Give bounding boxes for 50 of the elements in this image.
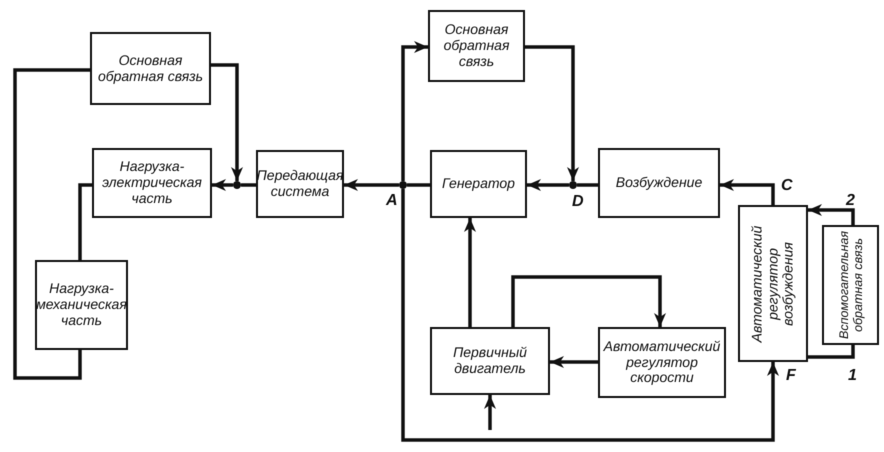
block-label: Автоматический регулятор возбуждения	[750, 224, 796, 345]
junction-dot	[569, 181, 577, 189]
block-box	[92, 148, 212, 218]
arrow	[511, 275, 666, 327]
connector-line	[78, 183, 92, 260]
block-box	[256, 150, 344, 218]
block-box	[598, 148, 720, 218]
block-box	[598, 327, 726, 398]
arrow	[211, 63, 243, 181]
block-box	[35, 260, 128, 350]
arrow	[401, 189, 779, 442]
block-box	[90, 32, 211, 105]
point-label: 1	[848, 368, 857, 384]
block-label: Нагрузка-механическая часть	[36, 281, 127, 328]
arrow	[527, 179, 569, 191]
block-box	[430, 150, 527, 218]
block-box	[428, 10, 525, 82]
arrow	[808, 204, 855, 225]
block-label: Основная обратная связь	[442, 22, 510, 70]
arrow	[344, 179, 399, 191]
connector-line	[407, 183, 430, 187]
block-label: Передающая система	[256, 168, 344, 200]
block-label: Нагрузка-электрическая часть	[101, 159, 203, 206]
junction-dot	[399, 181, 407, 189]
junction-dot	[233, 181, 241, 189]
arrow	[401, 41, 428, 181]
block-label: Основная обратная связь	[96, 52, 204, 84]
arrow	[212, 179, 233, 191]
connector-line	[241, 183, 256, 187]
block-box	[822, 225, 879, 345]
block-label: Автоматический регулятор скорости	[603, 338, 721, 386]
point-label: C	[781, 178, 793, 194]
point-label: D	[572, 194, 584, 210]
arrow	[720, 179, 775, 205]
block-box	[738, 205, 808, 362]
point-label: 2	[846, 193, 855, 209]
block-label: Первичный двигатель	[452, 345, 528, 377]
point-label: F	[786, 368, 796, 384]
block-label: Возбуждение	[616, 175, 702, 191]
connector-line	[577, 183, 598, 187]
arrow	[464, 218, 476, 327]
arrow	[484, 395, 496, 430]
arrow	[525, 45, 579, 181]
block-label: Вспомогательная обратная связь	[836, 230, 864, 341]
connector-line	[13, 68, 90, 380]
point-label: A	[386, 193, 398, 209]
block-box	[430, 327, 550, 395]
block-label: Генератор	[442, 176, 515, 192]
connector-line	[808, 345, 855, 359]
arrow	[550, 356, 598, 368]
